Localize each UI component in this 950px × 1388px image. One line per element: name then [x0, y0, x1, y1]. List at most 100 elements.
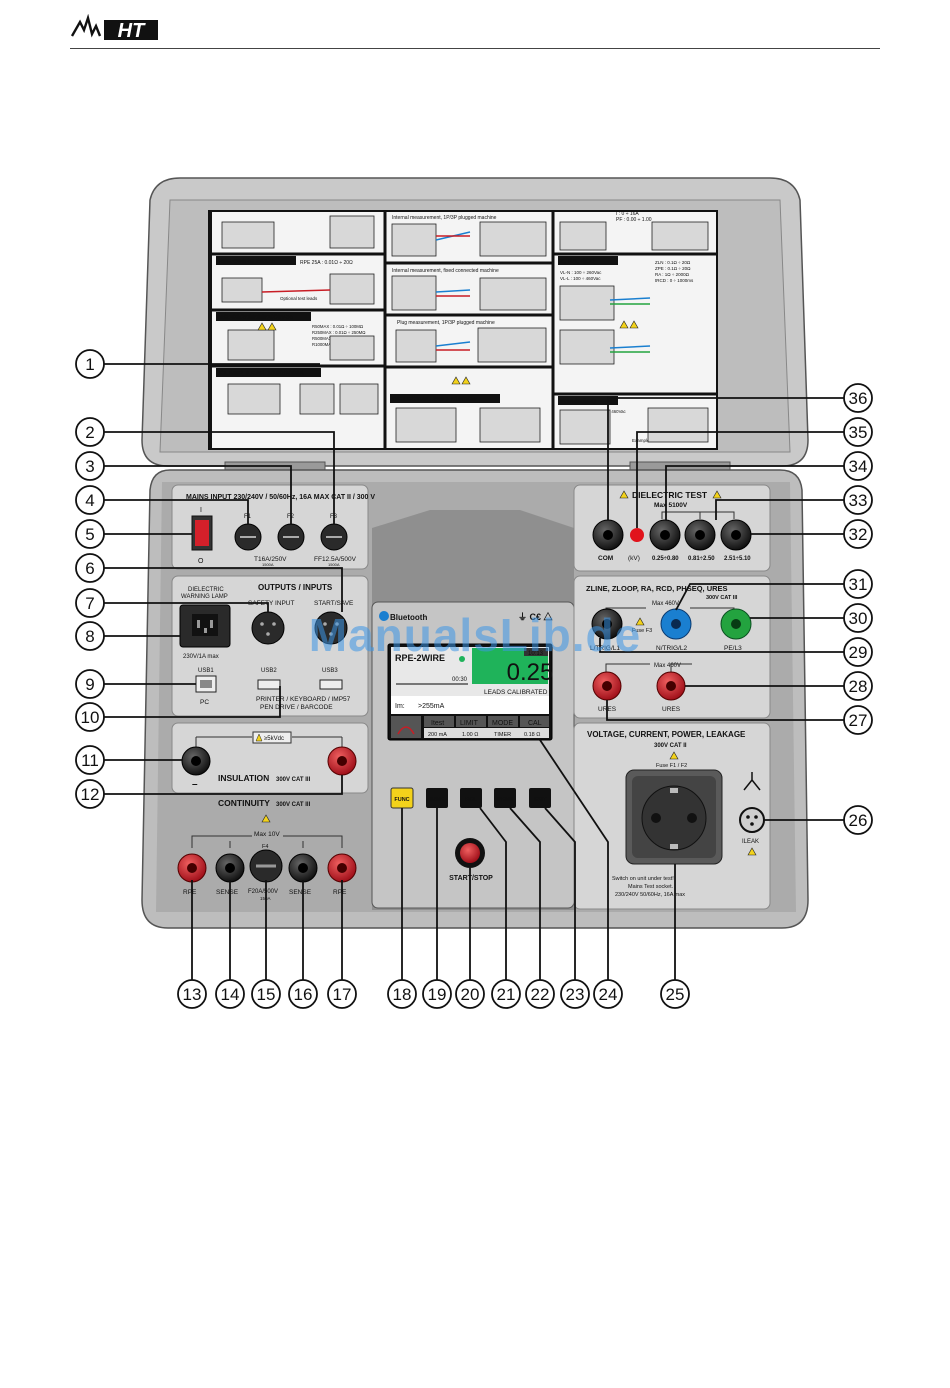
- callout-circle: [75, 669, 105, 699]
- callout-number: 5: [85, 525, 94, 544]
- svg-text:Fuse F1 / F2: Fuse F1 / F2: [656, 763, 687, 769]
- callout-circle: [560, 979, 590, 1009]
- callout-number: 14: [221, 985, 240, 1004]
- callout-number: 19: [428, 985, 447, 1004]
- callout-circle: [843, 671, 873, 701]
- svg-text:FUNC: FUNC: [394, 797, 409, 803]
- callout-number: 28: [849, 677, 868, 696]
- exit-key[interactable]: [529, 788, 551, 808]
- svg-text:tRCD : 0 ÷ 1000ms: tRCD : 0 ÷ 1000ms: [655, 278, 694, 283]
- insulation-panel: [171, 722, 369, 794]
- kv-lamp: [630, 528, 644, 542]
- callout-number: 2: [85, 423, 94, 442]
- callout-circle: [75, 485, 105, 515]
- svg-text:Switch on unit under test!: Switch on unit under test!: [612, 876, 674, 882]
- svg-text:L/TRIG/L1: L/TRIG/L1: [590, 645, 620, 652]
- svg-text:HT: HT: [118, 20, 146, 42]
- start-save-socket[interactable]: [314, 611, 348, 645]
- svg-text:F20A/500V: F20A/500V: [248, 889, 278, 895]
- callout-number: 1: [85, 355, 94, 374]
- svg-text:OUTPUTS / INPUTS: OUTPUTS / INPUTS: [258, 583, 333, 592]
- svg-text:O: O: [198, 558, 204, 565]
- menu-key[interactable]: [494, 788, 516, 808]
- svg-text:230V/1A max: 230V/1A max: [183, 654, 219, 660]
- svg-text:N/TRIG/L2: N/TRIG/L2: [656, 645, 687, 652]
- svg-text:PC: PC: [200, 699, 209, 706]
- svg-text:00:30: 00:30: [452, 677, 468, 683]
- callout-number: 30: [849, 609, 868, 628]
- callout-circle: [843, 603, 873, 633]
- svg-text:DIELECTRIC 250 ÷ 5100Vac: DIELECTRIC 250 ÷ 5100Vac: [392, 396, 477, 403]
- svg-text:VOLTAGE, CURRENT, POWER, LEAKA: VOLTAGE, CURRENT, POWER, LEAKAGE: [587, 730, 746, 739]
- svg-text:SENSE: SENSE: [216, 889, 239, 896]
- svg-text:1500A: 1500A: [262, 562, 274, 567]
- callout-number: 22: [531, 985, 550, 1004]
- callout-number: 10: [81, 708, 100, 727]
- callout-number: 11: [81, 751, 99, 770]
- callout-number: 34: [849, 457, 868, 476]
- leader-lines: [104, 363, 844, 980]
- callout-circle: [75, 621, 105, 651]
- callout-number: 35: [849, 423, 868, 442]
- callout-circle: [75, 349, 105, 379]
- svg-text:MODE: MODE: [492, 720, 513, 727]
- callout-number: 18: [393, 985, 412, 1004]
- svg-text:PHASESEQ: PHASESEQ: [560, 398, 596, 405]
- svg-text:Optional test leads: Optional test leads: [280, 296, 318, 301]
- callout-number: 21: [497, 985, 516, 1004]
- svg-text:RPE-4WIRE 25Aac: RPE-4WIRE 25Aac: [218, 258, 275, 265]
- callout-circle: [75, 745, 105, 775]
- usb3-port[interactable]: [319, 679, 343, 690]
- usb2-port[interactable]: [257, 679, 281, 690]
- svg-text:DIELECTRIC TEST: DIELECTRIC TEST: [632, 490, 708, 500]
- callout-circle: [288, 979, 318, 1009]
- svg-text:>255mA: >255mA: [418, 703, 445, 710]
- header-rule: [70, 48, 880, 49]
- callout-number: 4: [85, 491, 94, 510]
- callout-number: 12: [81, 785, 100, 804]
- callout-circle: [251, 979, 281, 1009]
- callout-number: 32: [849, 525, 868, 544]
- svg-text:USB3: USB3: [322, 668, 338, 674]
- lid-chart: [212, 212, 716, 448]
- callout-circle: [593, 979, 623, 1009]
- svg-text:VL-L : 100 ÷ 460Vac: VL-L : 100 ÷ 460Vac: [560, 276, 601, 281]
- callout-circle: [843, 805, 873, 835]
- svg-text:300V CAT III: 300V CAT III: [276, 802, 311, 808]
- callout-number: 24: [599, 985, 618, 1004]
- svg-text:MENU: MENU: [497, 797, 513, 803]
- callout-number: 33: [849, 491, 868, 510]
- callout-number: 25: [666, 985, 685, 1004]
- svg-text:Bluetooth: Bluetooth: [390, 613, 427, 622]
- callout-circle: [75, 702, 105, 732]
- save-key[interactable]: [426, 788, 448, 808]
- svg-text:Max 10V: Max 10V: [254, 831, 280, 838]
- callout-circle: [75, 451, 105, 481]
- svg-text:Z, RA, RCD: Z, RA, RCD: [560, 258, 595, 265]
- svg-text:(kV): (kV): [628, 555, 640, 562]
- svg-text:Example!: Example!: [632, 438, 651, 443]
- callout-number: 36: [849, 389, 868, 408]
- svg-text:INSULATION: INSULATION: [218, 773, 269, 783]
- svg-text:PEN DRIVE / BARCODE: PEN DRIVE / BARCODE: [260, 704, 333, 711]
- svg-text:SENSE: SENSE: [289, 889, 312, 896]
- svg-text:300V CAT III: 300V CAT III: [276, 777, 311, 783]
- svg-text:PE/L3: PE/L3: [724, 645, 742, 652]
- svg-text:300V CAT II: 300V CAT II: [654, 743, 687, 749]
- svg-text:T16A/250V: T16A/250V: [254, 556, 287, 563]
- callout-circle: [75, 553, 105, 583]
- svg-text:MΩ100/250/500/1000Vdc: MΩ100/250/500/1000Vdc: [218, 314, 293, 321]
- svg-text:Mains Test socket.: Mains Test socket.: [628, 884, 674, 890]
- svg-text:F4: F4: [262, 844, 268, 850]
- callout-number: 26: [849, 811, 868, 830]
- svg-text:RPE: RPE: [183, 889, 197, 896]
- svg-text:URES: URES: [662, 706, 681, 713]
- callout-circle: [660, 979, 690, 1009]
- callout-circle: [843, 485, 873, 515]
- callout-number: 15: [257, 985, 276, 1004]
- svg-text:I : 0 ÷ 16A: I : 0 ÷ 16A: [616, 211, 639, 217]
- svg-text:SAFETY INPUT: SAFETY INPUT: [248, 600, 295, 607]
- rcl-key[interactable]: [460, 788, 482, 808]
- svg-text:ICLAMP, ILEAK 1/100/1000A: ICLAMP, ILEAK 1/100/1000A: [218, 370, 305, 377]
